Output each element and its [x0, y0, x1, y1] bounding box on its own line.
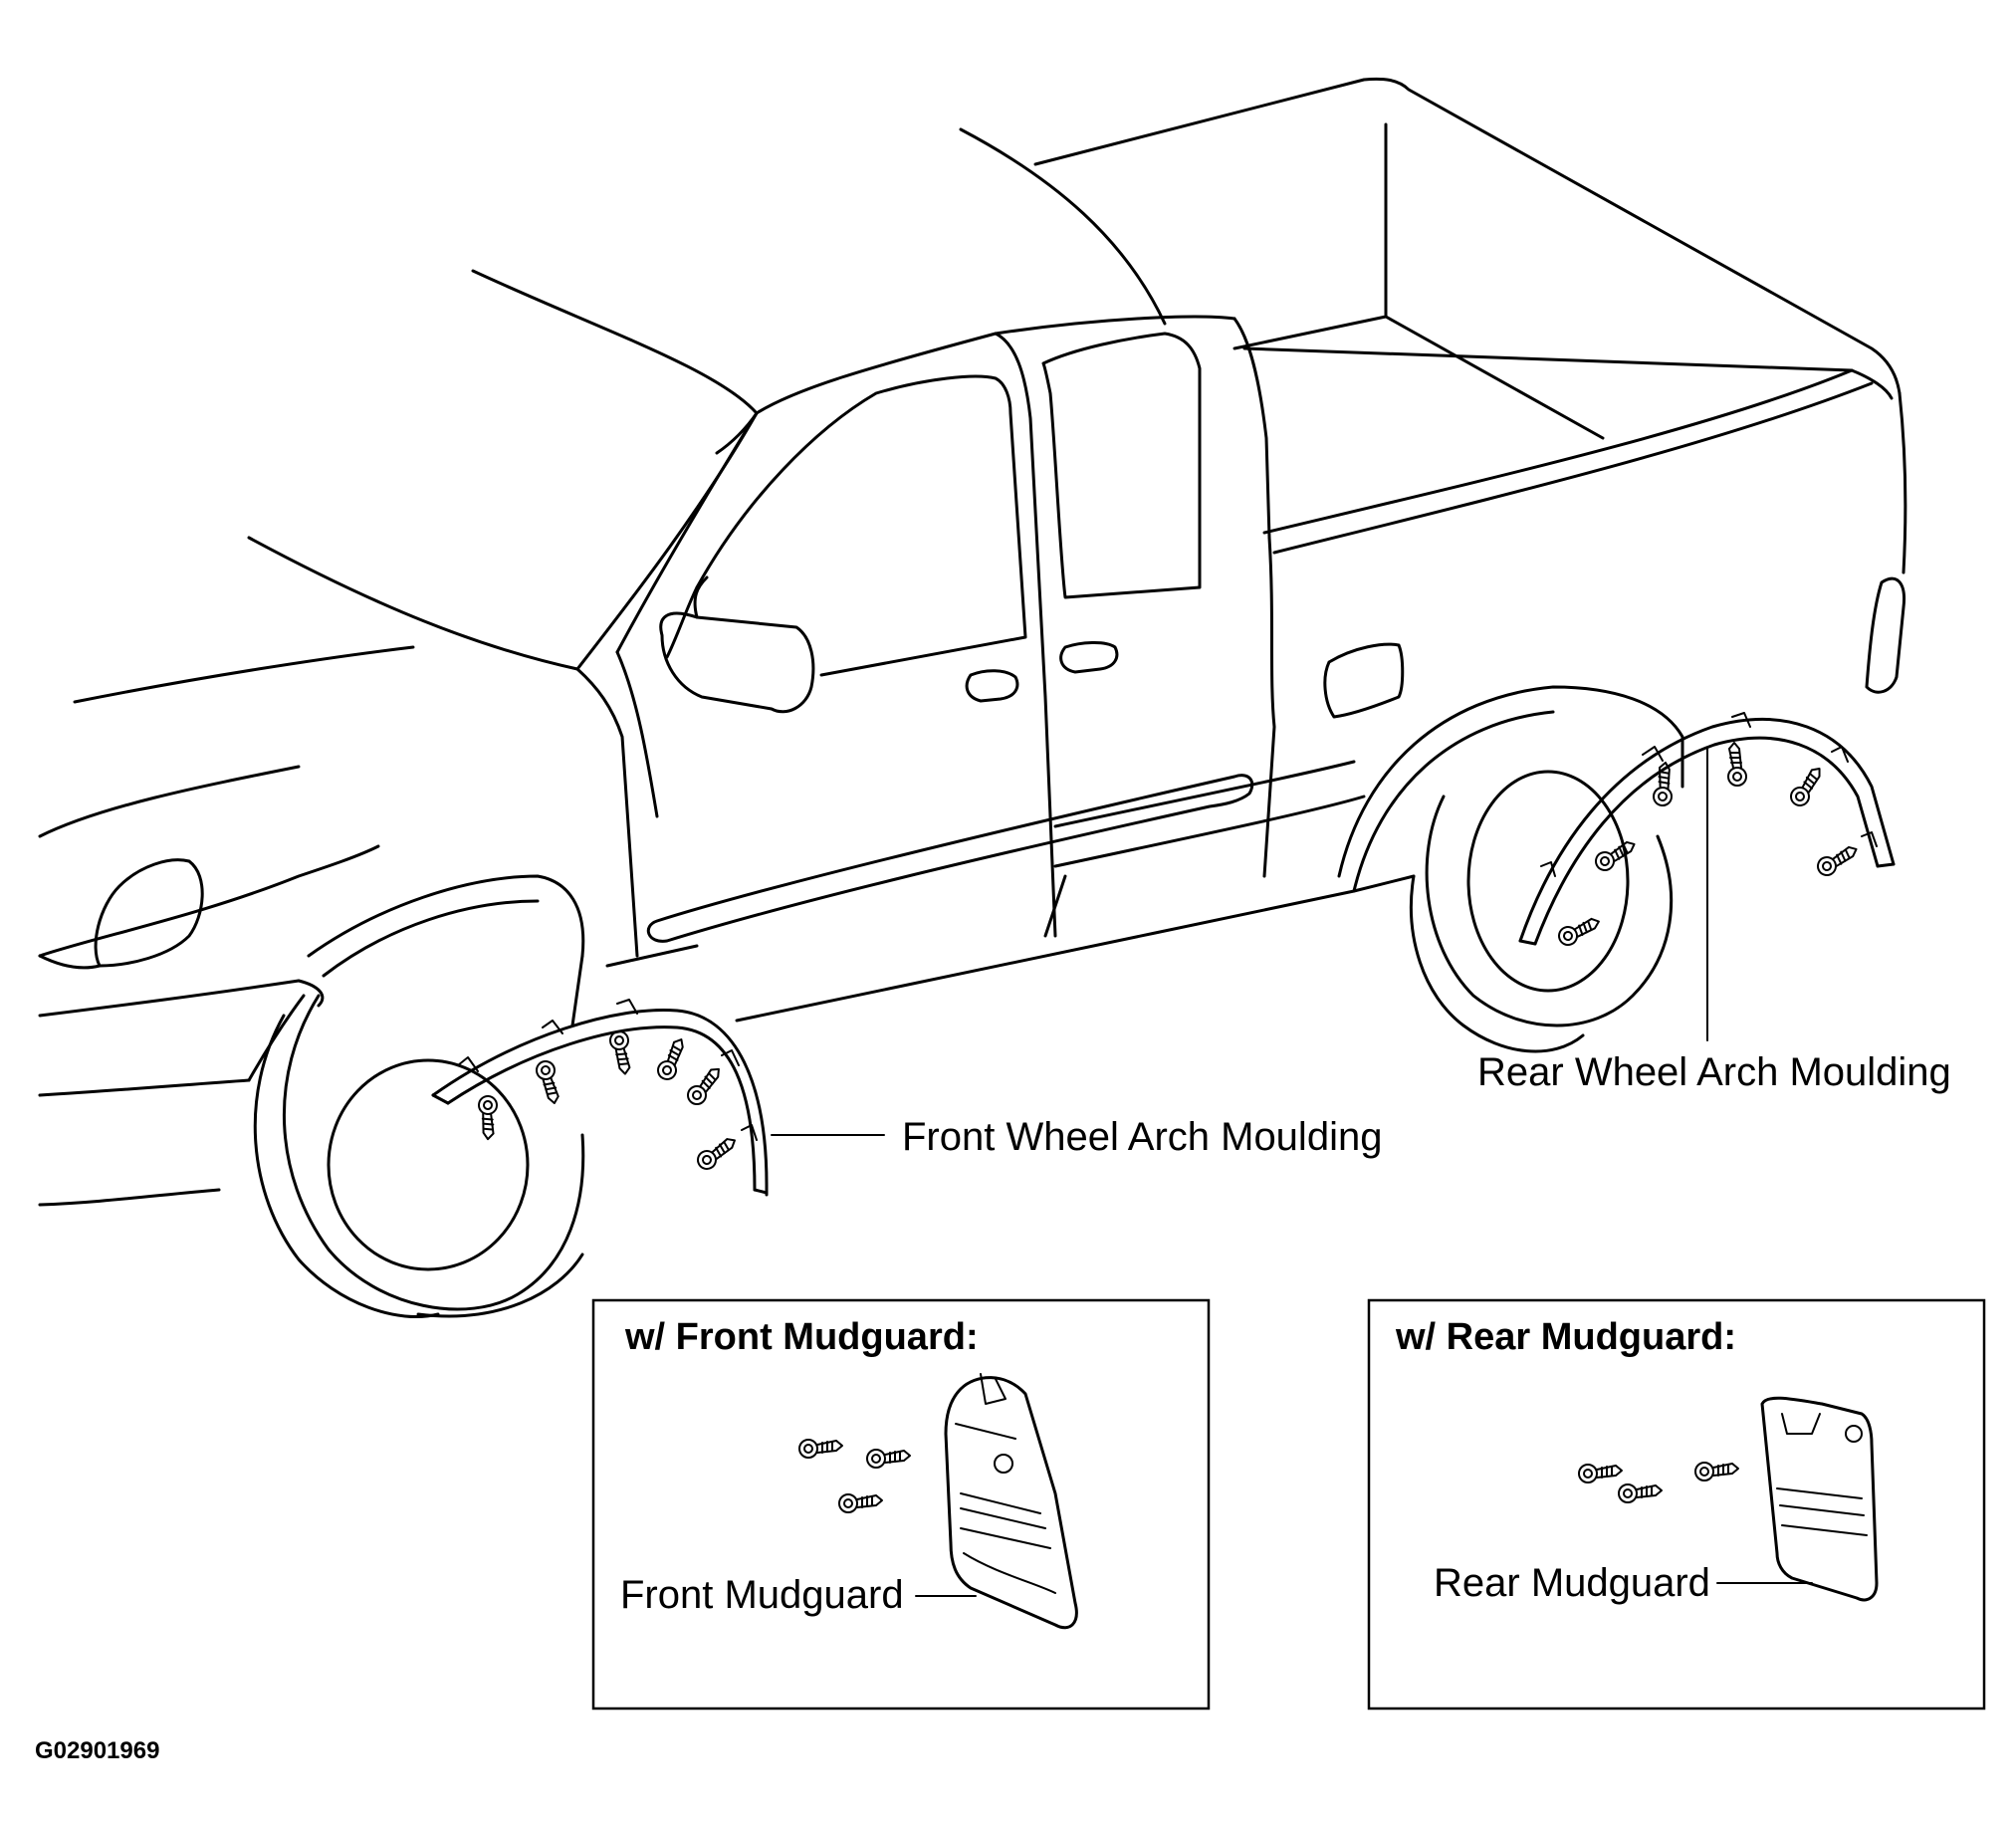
- front-arch-label: Front Wheel Arch Moulding: [902, 1115, 1382, 1159]
- front-arch-clips: [475, 1029, 742, 1174]
- rear-mudguard-screws: [1578, 1462, 1739, 1503]
- front-mudguard-box-title: w/ Front Mudguard:: [624, 1316, 979, 1358]
- front-mudguard-box: w/ Front Mudguard: Front Mudguard: [591, 1298, 1211, 1710]
- rear-mudguard-label: Rear Mudguard: [1434, 1561, 1710, 1605]
- front-mudguard-screws: [798, 1439, 911, 1513]
- figure-code: G02901969: [35, 1737, 159, 1764]
- rear-arch-clips: [1555, 742, 1863, 949]
- rear-mudguard-part: [1760, 1396, 1879, 1602]
- rear-mudguard-box: w/ Rear Mudguard: Rear Mudguard: [1367, 1298, 1986, 1710]
- rear-mudguard-box-title: w/ Rear Mudguard:: [1395, 1316, 1736, 1358]
- front-wheel-arch-moulding: [431, 999, 769, 1197]
- rear-arch-label: Rear Wheel Arch Moulding: [1477, 1050, 1951, 1094]
- rear-wheel-arch-moulding: [1518, 712, 1896, 946]
- truck-illustration: [38, 77, 1907, 1319]
- front-mudguard-label: Front Mudguard: [620, 1573, 904, 1617]
- front-mudguard-part: [944, 1373, 1078, 1630]
